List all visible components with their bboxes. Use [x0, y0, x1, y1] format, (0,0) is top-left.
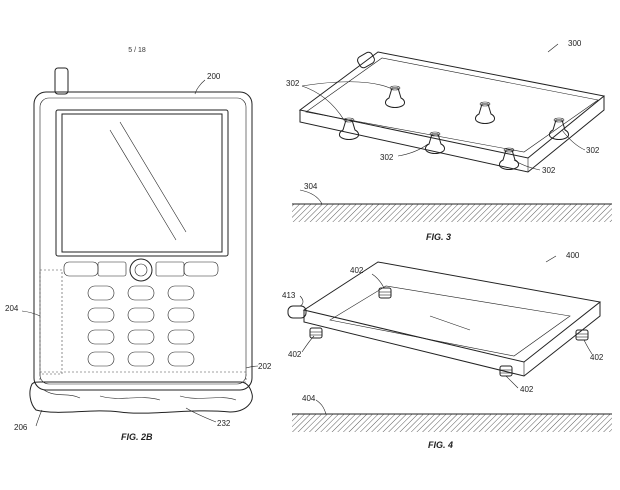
nav-button-left	[63, 261, 99, 277]
ref-200: 200	[207, 72, 221, 81]
ref-402-b: 402	[288, 350, 302, 359]
ref-232: 232	[217, 419, 231, 428]
connector-stub	[357, 51, 375, 69]
sensor-region-outline	[39, 269, 63, 375]
display-frame	[55, 109, 229, 257]
pad-side-face	[299, 96, 605, 173]
pad-top-face	[298, 51, 606, 159]
foot-pad	[575, 329, 589, 341]
device-body-outer	[33, 91, 253, 391]
antenna	[54, 67, 69, 95]
surface-304-hatch	[292, 204, 612, 222]
ref-206: 206	[14, 423, 28, 432]
navigation-ball	[129, 258, 153, 282]
fig-3-caption: FIG. 3	[426, 232, 451, 242]
foot-pad	[378, 287, 392, 299]
ref-402-a: 402	[350, 266, 364, 275]
connector-413	[287, 305, 307, 319]
page-number: 5 / 18	[128, 47, 146, 54]
ref-202: 202	[258, 362, 272, 371]
ref-402-c: 402	[520, 385, 534, 394]
surface-404-hatch	[292, 414, 612, 432]
ref-413: 413	[282, 291, 296, 300]
suction-foot	[475, 101, 495, 124]
fig-3-pad-drawing	[292, 51, 612, 222]
ref-404: 404	[302, 394, 316, 403]
foot-pad	[309, 327, 323, 339]
suction-foot	[549, 117, 569, 140]
bottom-cushion	[29, 381, 253, 414]
suction-foot	[425, 131, 445, 154]
nav-button-mid-right	[155, 261, 185, 277]
fig-4-pad-drawing	[287, 261, 612, 432]
keypad	[87, 285, 195, 367]
ref-304: 304	[304, 182, 318, 191]
fig-2b-caption: FIG. 2B	[121, 432, 153, 442]
suction-foot	[385, 85, 405, 108]
fig-4-caption: FIG. 4	[428, 440, 453, 450]
ref-302-c: 302	[542, 166, 556, 175]
ref-300: 300	[568, 39, 582, 48]
device-body-inner	[39, 97, 247, 385]
ref-400: 400	[566, 251, 580, 260]
ref-302-d: 302	[586, 146, 600, 155]
ref-302-b: 302	[380, 153, 394, 162]
nav-button-right	[183, 261, 219, 277]
display-screen	[61, 113, 223, 253]
ref-302-a: 302	[286, 79, 300, 88]
pad-inner-recess	[329, 285, 571, 357]
ref-402-d: 402	[590, 353, 604, 362]
base-sensor-outline	[39, 371, 247, 383]
pad-top-face	[302, 261, 602, 363]
fig-2b-device-drawing	[29, 67, 253, 414]
pad-side-face	[303, 302, 601, 377]
nav-button-mid-left	[97, 261, 127, 277]
ref-204: 204	[5, 304, 19, 313]
